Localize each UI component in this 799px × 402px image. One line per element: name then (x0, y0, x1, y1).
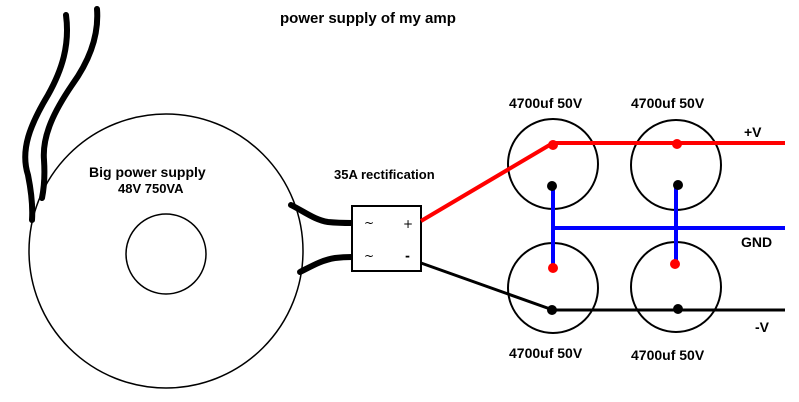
negative-rail-label: -V (755, 319, 769, 335)
bridge-rectifier (351, 205, 422, 272)
ground-rail-label: GND (741, 234, 773, 250)
transformer-label: Big power supply (89, 164, 206, 180)
terminal-dot (547, 181, 557, 191)
diagram-title: power supply of my amp (280, 10, 456, 27)
terminal-dot (548, 140, 558, 150)
transformer-inner-circle (125, 213, 207, 295)
rectifier-minus-symbol: - (405, 249, 410, 263)
negative-wire (420, 261, 785, 312)
positive-wire (419, 141, 785, 223)
terminal-dot (672, 139, 682, 149)
rectifier-ac-symbol-1: ~ (364, 216, 375, 230)
capacitor-label-bottom-left: 4700uf 50V (509, 345, 583, 361)
capacitor-label-bottom-right: 4700uf 50V (631, 347, 705, 363)
positive-rail-label: +V (744, 124, 762, 140)
rectifier-ac-symbol-2: ~ (364, 249, 375, 263)
mains-wire-2 (39, 6, 101, 201)
transformer-rating: 48V 750VA (118, 181, 184, 196)
rectifier-plus-symbol: + (403, 217, 414, 231)
terminal-dot (548, 263, 558, 273)
rectifier-label: 35A rectification (334, 167, 435, 182)
capacitor-label-top-right: 4700uf 50V (631, 95, 705, 111)
terminal-dot (670, 259, 680, 269)
mains-wire-1 (22, 12, 71, 223)
transformer-outer-circle (28, 113, 304, 389)
terminal-dot (547, 305, 557, 315)
secondary-lead-1 (288, 202, 355, 226)
capacitor-label-top-left: 4700uf 50V (509, 95, 583, 111)
terminal-dot (673, 304, 683, 314)
secondary-lead-2 (297, 254, 355, 275)
terminal-dot (673, 180, 683, 190)
